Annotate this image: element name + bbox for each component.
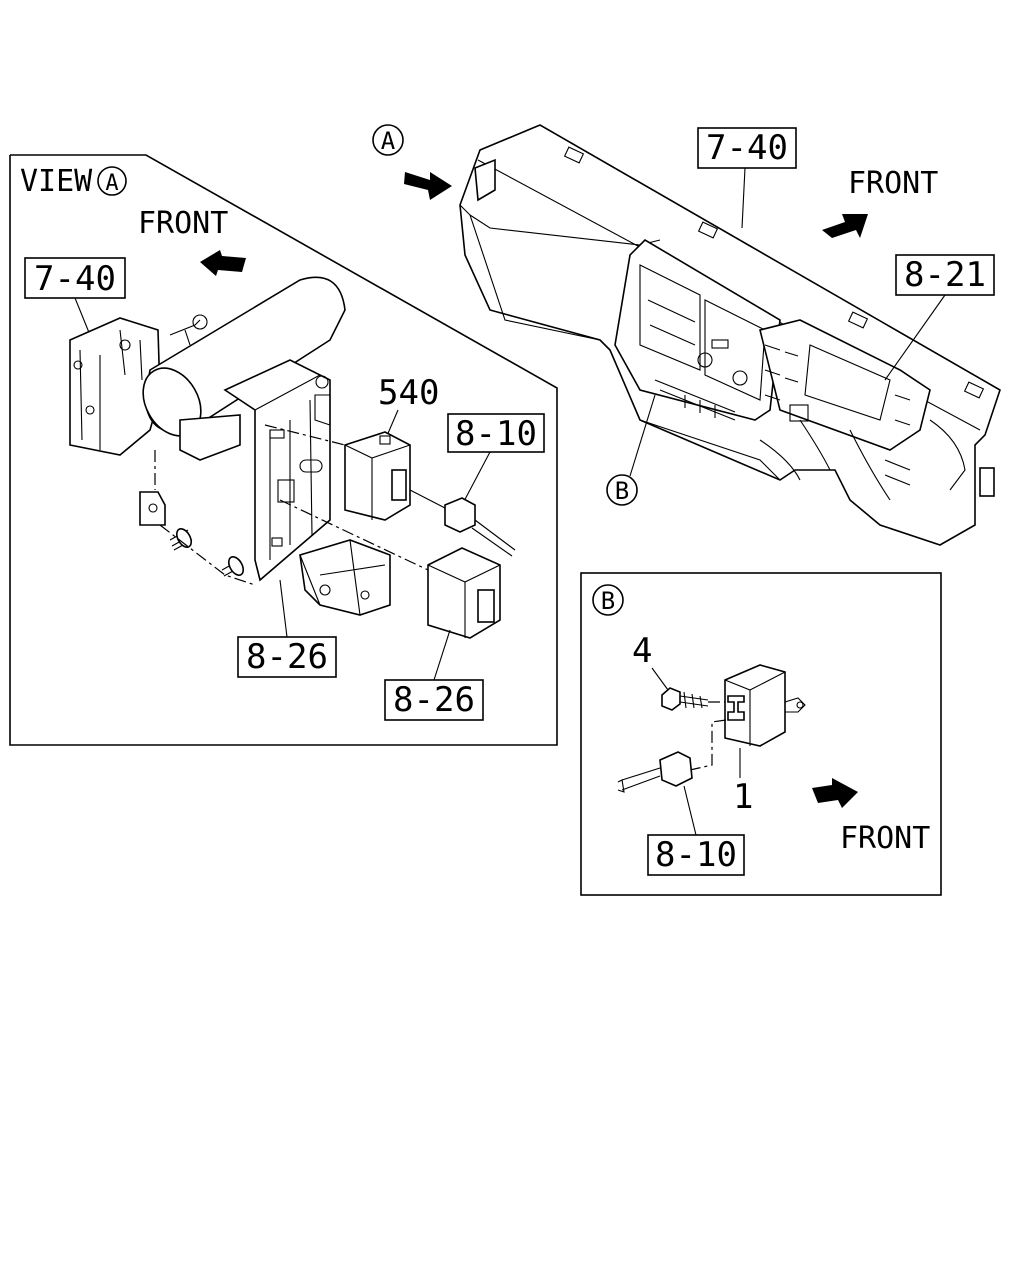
ref-7-40-view-text: 7-40	[34, 259, 116, 299]
instrument-cluster	[759, 319, 931, 451]
part-label-1: 1	[733, 777, 753, 817]
inset-b-circle	[592, 584, 624, 616]
front-label-inset: FRONT	[840, 821, 930, 856]
bolt-left-2	[221, 556, 245, 577]
ref-box-7-40-main	[697, 127, 797, 169]
front-label-main: FRONT	[848, 166, 938, 201]
ref-7-40-main-text: 7-40	[706, 128, 788, 168]
dashboard-assembly: A 7-40 FRONT	[372, 124, 1001, 546]
front-label-view-a: FRONT	[138, 206, 228, 241]
leader-4	[651, 667, 669, 691]
leader-8-21	[884, 294, 946, 381]
screw-4	[661, 687, 709, 711]
callout-circle-b	[606, 474, 638, 506]
main-bracket	[223, 359, 331, 582]
view-a-title: VIEW	[20, 164, 93, 199]
view-a-circle-letter: A	[105, 171, 118, 196]
view-a-panel: VIEW A FRONT 7-40	[9, 154, 558, 746]
ref-box-8-10-view	[447, 413, 545, 453]
view-a-direction-arrow	[404, 172, 452, 200]
inset-b-panel: B 4 1 FRONT 8-10	[580, 572, 942, 896]
part-label-4: 4	[632, 631, 652, 671]
front-arrow-inset	[812, 778, 858, 808]
front-arrow-view-a	[200, 250, 246, 276]
relay-1	[724, 664, 806, 747]
bolt-left-1	[169, 528, 193, 551]
inset-b-circle-letter: B	[601, 587, 615, 615]
ref-8-10-view-text: 8-10	[455, 414, 537, 454]
connector-8-10-view	[444, 497, 516, 557]
leader-8-10-view	[461, 451, 491, 506]
leader-7-40-view	[74, 297, 91, 336]
callout-circle-a	[372, 124, 404, 156]
leader-7-40-main	[741, 167, 746, 229]
ref-8-10-inset-text: 8-10	[655, 835, 737, 875]
control-unit-8-26	[427, 547, 501, 639]
lower-bracket	[299, 539, 391, 616]
relay-540	[344, 431, 411, 521]
connector-8-10-inset	[617, 751, 693, 793]
view-a-circle	[97, 166, 127, 196]
part-label-540: 540	[378, 373, 439, 413]
ref-8-26-bracket-text: 8-26	[246, 637, 328, 677]
ref-8-21-text: 8-21	[904, 255, 986, 295]
callout-circle-a-letter: A	[381, 127, 396, 155]
view-a-frame	[9, 154, 558, 746]
inset-b-frame	[580, 572, 942, 896]
leader-8-26-unit	[433, 629, 451, 681]
front-arrow-main	[822, 214, 868, 238]
leader-circle-b	[629, 394, 656, 477]
ref-8-26-unit-text: 8-26	[393, 680, 475, 720]
leader-8-10-inset	[683, 785, 697, 836]
leader-8-26-bracket	[279, 579, 288, 638]
callout-circle-b-letter: B	[615, 477, 629, 505]
